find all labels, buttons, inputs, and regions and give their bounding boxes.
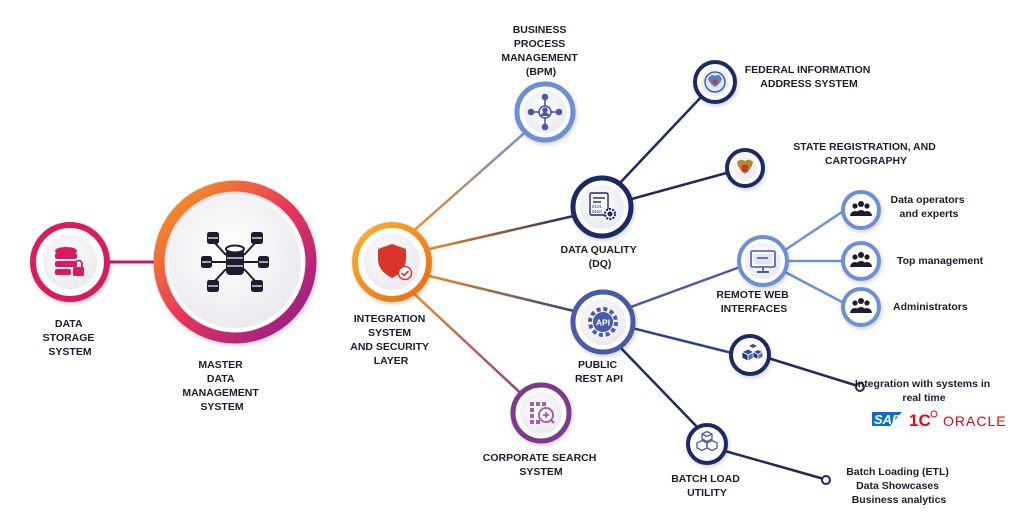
fias-node[interactable] — [693, 60, 737, 104]
link-api-remote — [626, 265, 742, 310]
svg-text:1С: 1С — [909, 411, 931, 430]
database-lock-icon — [55, 247, 84, 276]
batch-load-node[interactable] — [686, 423, 728, 465]
user-network-icon — [527, 93, 563, 131]
link-integration-api — [423, 273, 580, 314]
link-integration-bpm — [408, 126, 532, 236]
svg-text:0101: 0101 — [592, 204, 603, 209]
people-group-icon — [850, 201, 872, 216]
database-network-icon — [201, 232, 269, 292]
bpm-node[interactable] — [514, 81, 576, 143]
link-api-cubes — [630, 326, 734, 355]
shield-check-icon — [378, 244, 413, 281]
svg-text:ORACLE: ORACLE — [943, 413, 1007, 429]
link-dq-fias — [616, 93, 705, 187]
bpm-label: BUSINESS PROCESS MANAGEMENT (BPM) — [501, 24, 580, 78]
connectors — [98, 93, 865, 485]
fias-label: FEDERAL INFORMATION ADDRESS SYSTEM — [745, 64, 874, 90]
people-group-icon — [850, 252, 872, 267]
oracle-logo: ORACLE — [943, 413, 1007, 429]
mdm-label: MASTER DATA MANAGEMENT SYSTEM — [182, 359, 261, 413]
data-storage-node[interactable] — [30, 222, 110, 302]
link-api-batch — [616, 343, 702, 432]
rest-api-node[interactable]: API — [570, 289, 636, 355]
remote-web-label: REMOTE WEB INTERFACES — [716, 289, 791, 315]
link-batch-targets — [723, 449, 826, 481]
top-management-node[interactable] — [841, 241, 881, 281]
batch-load-label: BATCH LOAD UTILITY — [671, 473, 743, 499]
rosreestr-node[interactable] — [725, 148, 765, 188]
link-dq-rosreestr — [626, 170, 732, 202]
dq-node[interactable]: 0101 0110 — [570, 175, 634, 239]
people-group-icon — [850, 298, 872, 313]
operators-label: Data operators and experts — [890, 194, 967, 220]
administrators-label: Administrators — [893, 301, 968, 313]
rosreestr-label: STATE REGISTRATION, AND CARTOGRAPHY — [793, 141, 938, 167]
batch-targets-label: Batch Loading (ETL) Data Showcases Busin… — [846, 466, 952, 506]
administrators-node[interactable] — [841, 287, 881, 327]
integration-node[interactable] — [352, 222, 432, 302]
data-storage-label: DATA STORAGE SYSTEM — [43, 318, 98, 358]
search-node[interactable] — [510, 382, 572, 444]
link-remote-operators — [783, 210, 844, 252]
link-remote-admins — [783, 270, 844, 304]
svg-text:0110: 0110 — [592, 209, 602, 214]
search-label: CORPORATE SEARCH SYSTEM — [483, 452, 599, 478]
mdm-node[interactable] — [153, 180, 317, 344]
cubes-icon — [741, 343, 764, 362]
link-integration-search — [408, 288, 530, 402]
rest-api-label: PUBLIC REST API — [575, 359, 623, 385]
link-integration-dq — [423, 213, 580, 252]
endpoint-batch — [821, 475, 831, 485]
coat-of-arms-icon — [737, 159, 753, 174]
integration-label: INTEGRATION SYSTEM AND SECURITY LAYER — [350, 313, 432, 367]
dq-label: DATA QUALITY (DQ) — [561, 244, 640, 270]
monitor-icon — [750, 250, 776, 273]
sap-logo: SAP — [872, 412, 902, 427]
operators-node[interactable] — [841, 190, 881, 230]
link-cubes-realtime — [766, 356, 860, 388]
api-badge-text: API — [596, 318, 610, 328]
federal-emblem-icon — [704, 71, 726, 93]
realtime-label: Integration with systems in real time — [855, 378, 993, 404]
document-gears-icon: 0101 0110 — [589, 192, 617, 221]
endpoint-realtime — [855, 382, 865, 392]
onec-logo: 1С — [909, 410, 938, 430]
svg-text:SAP: SAP — [874, 412, 901, 427]
boxes-icon — [696, 430, 718, 452]
api-gear-icon: API — [588, 307, 618, 337]
realtime-node[interactable] — [729, 334, 771, 376]
remote-web-node[interactable] — [737, 235, 789, 287]
top-management-label: Top management — [897, 255, 984, 267]
search-grid-icon — [530, 402, 555, 424]
